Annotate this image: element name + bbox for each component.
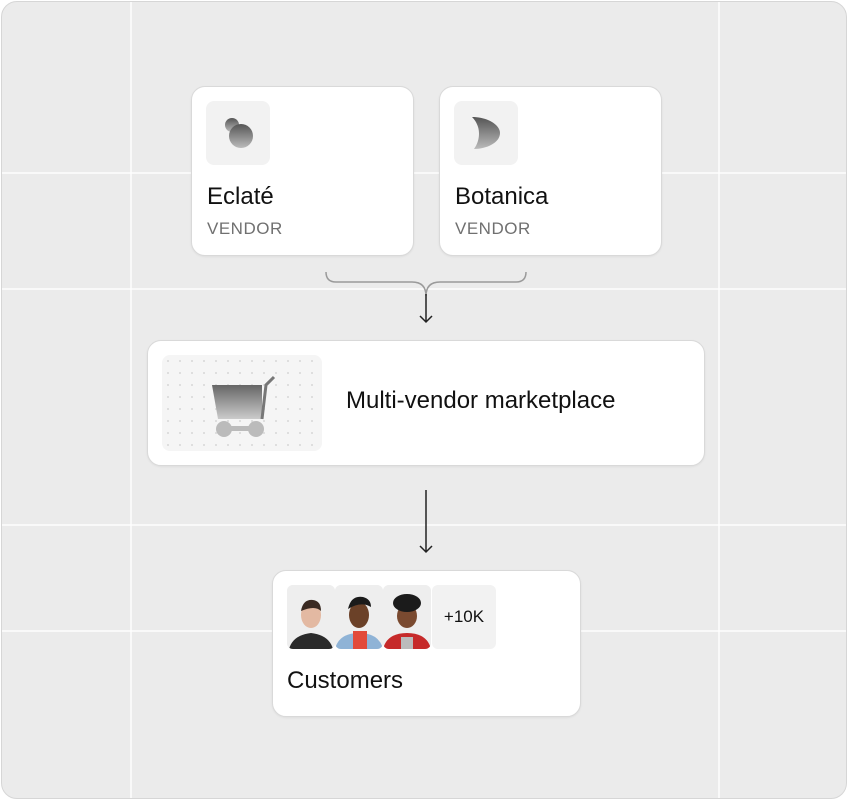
grid-line bbox=[130, 2, 132, 798]
blob-logo-icon bbox=[206, 101, 270, 165]
merge-connector-arrow bbox=[325, 271, 527, 324]
marketplace-card[interactable]: Multi-vendor marketplace bbox=[147, 340, 705, 466]
customer-avatar bbox=[383, 585, 431, 649]
customers-title: Customers bbox=[287, 667, 404, 694]
customer-count-badge: +10K bbox=[432, 585, 496, 649]
crescent-logo-icon bbox=[454, 101, 518, 165]
vendor-name: Eclaté bbox=[207, 183, 274, 210]
customer-avatar bbox=[287, 585, 335, 649]
vendor-card-eclate[interactable]: Eclaté VENDOR bbox=[191, 86, 414, 256]
customer-avatar bbox=[335, 585, 383, 649]
down-arrow bbox=[419, 490, 433, 554]
customers-card[interactable]: +10K Customers bbox=[272, 570, 581, 717]
vendor-role: VENDOR bbox=[455, 219, 531, 238]
vendor-role: VENDOR bbox=[207, 219, 283, 238]
marketplace-title: Multi-vendor marketplace bbox=[346, 387, 616, 414]
vendor-name: Botanica bbox=[455, 183, 549, 210]
grid-line bbox=[2, 524, 846, 526]
shopping-cart-icon bbox=[162, 355, 322, 451]
grid-line bbox=[718, 2, 720, 798]
vendor-card-botanica[interactable]: Botanica VENDOR bbox=[439, 86, 662, 256]
grid-line bbox=[2, 172, 846, 174]
